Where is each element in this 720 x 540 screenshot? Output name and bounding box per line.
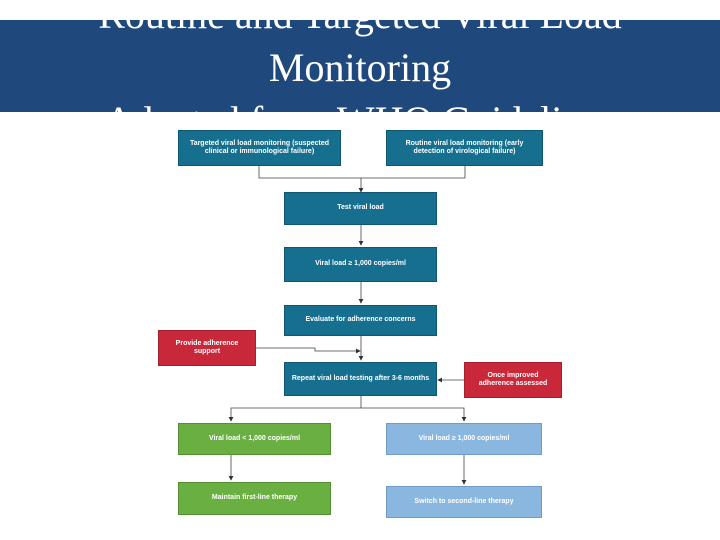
targeted-monitoring-box: Targeted viral load monitoring (suspecte…	[178, 130, 341, 166]
switch-second-line-label: Switch to second-line therapy	[414, 497, 514, 505]
viral-load-high-label: Viral load ≥ 1,000 copies/ml	[315, 260, 406, 268]
provide-adherence-support-label: Provide adherence support	[175, 339, 239, 356]
title-bar: Routine and Targeted Viral Load Monitori…	[0, 20, 720, 112]
connector-routine-to-test	[361, 166, 466, 179]
once-improved-box: Once improved adherence assessed	[464, 362, 562, 398]
title-line-3: Adapted from WHO Guidelines	[0, 94, 720, 112]
test-viral-load-box: Test viral load	[284, 192, 437, 225]
connector-support-to-repeat	[256, 347, 361, 354]
viral-load-flowchart: Targeted viral load monitoring (suspecte…	[155, 120, 565, 522]
maintain-first-line-label: Maintain first-line therapy	[211, 494, 298, 502]
connector-targeted-to-test	[258, 166, 364, 193]
title-line-1: Routine and Targeted Viral Load	[0, 20, 720, 41]
routine-monitoring-box: Routine viral load monitoring (early det…	[386, 130, 543, 166]
connector-repeat-to-low	[228, 396, 362, 422]
switch-second-line-box: Switch to second-line therapy	[386, 486, 542, 518]
connector-repeat-to-high-result	[361, 407, 467, 422]
evaluate-adherence-box: Evaluate for adherence concerns	[284, 305, 437, 336]
evaluate-adherence-label: Evaluate for adherence concerns	[305, 316, 416, 324]
viral-load-high-result-label: Viral load ≥ 1,000 copies/ml	[418, 434, 510, 442]
targeted-monitoring-label: Targeted viral load monitoring (suspecte…	[189, 139, 330, 156]
viral-load-high-result-box: Viral load ≥ 1,000 copies/ml	[386, 423, 542, 455]
once-improved-label: Once improved adherence assessed	[478, 371, 548, 388]
provide-adherence-support-box: Provide adherence support	[158, 330, 256, 366]
viral-load-low-result-box: Viral load < 1,000 copies/ml	[178, 423, 331, 455]
repeat-testing-box: Repeat viral load testing after 3-6 mont…	[284, 362, 437, 396]
routine-monitoring-label: Routine viral load monitoring (early det…	[405, 139, 524, 156]
viral-load-high-box: Viral load ≥ 1,000 copies/ml	[284, 247, 437, 282]
slide-title: Routine and Targeted Viral Load Monitori…	[0, 20, 720, 112]
repeat-testing-label: Repeat viral load testing after 3-6 mont…	[291, 374, 430, 382]
maintain-first-line-box: Maintain first-line therapy	[178, 482, 331, 515]
flowchart-connectors	[228, 166, 467, 485]
test-viral-load-label: Test viral load	[337, 204, 384, 212]
viral-load-low-result-label: Viral load < 1,000 copies/ml	[208, 434, 301, 442]
title-line-2: Monitoring	[268, 45, 452, 90]
